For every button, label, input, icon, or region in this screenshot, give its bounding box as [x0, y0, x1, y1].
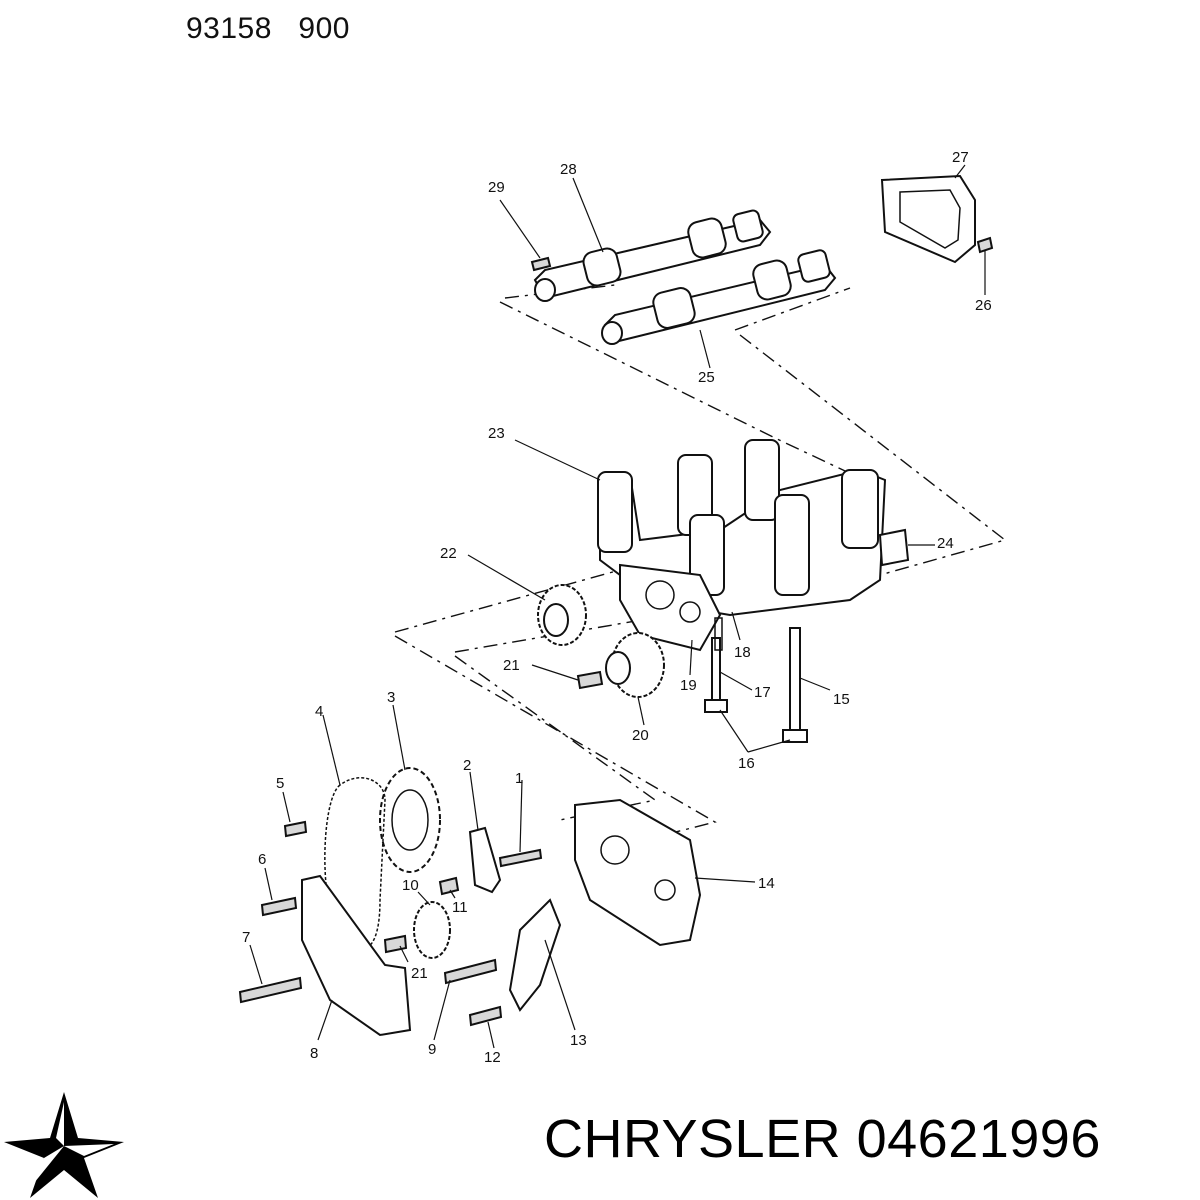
front-housing-part [574, 798, 702, 947]
callout-12: 12 [484, 1049, 501, 1066]
callout-2: 2 [463, 757, 471, 774]
balance-shaft-gear-upper-part [537, 584, 587, 646]
catalog-code: 93158 900 [186, 12, 350, 45]
callout-28: 28 [560, 161, 577, 178]
woodruff-key-part [530, 256, 552, 272]
callout-9: 9 [428, 1041, 436, 1058]
chrysler-pentastar-icon [4, 1092, 124, 1198]
chain-tensioner-part [508, 898, 562, 1012]
callout-22: 22 [440, 545, 457, 562]
chain-cover-part [301, 874, 412, 1037]
callout-23: 23 [488, 425, 505, 442]
balance-shaft-gear-lower-part [605, 632, 665, 698]
gear-bolt-upper-part [576, 670, 604, 690]
callout-29: 29 [488, 179, 505, 196]
chain-guide-part [468, 826, 502, 894]
callout-21-lower: 21 [411, 965, 428, 982]
callout-6: 6 [258, 851, 266, 868]
callout-3: 3 [387, 689, 395, 706]
callout-1: 1 [515, 770, 523, 787]
callout-11: 11 [452, 899, 468, 916]
bearing-carrier-part [597, 439, 910, 652]
callout-13: 13 [570, 1032, 587, 1049]
callout-14: 14 [758, 875, 775, 892]
camshaft-lower-part [601, 249, 837, 345]
callout-17: 17 [754, 684, 771, 701]
callout-24: 24 [937, 535, 954, 552]
housing-gasket-part [880, 174, 976, 264]
callout-21-upper: 21 [503, 657, 520, 674]
callout-19: 19 [680, 677, 697, 694]
crank-sprocket-part [413, 901, 451, 959]
callout-26: 26 [975, 297, 992, 314]
carrier-bolts-part [704, 617, 808, 743]
callout-20: 20 [632, 727, 649, 744]
callout-4: 4 [315, 703, 323, 720]
callout-leader-lines [249, 164, 986, 1049]
camshaft-upper-part [533, 209, 772, 302]
callout-8: 8 [310, 1045, 318, 1062]
callout-10: 10 [402, 877, 419, 894]
callout-labels: 1 2 3 4 5 6 7 8 9 10 11 12 13 14 15 16 1… [242, 149, 992, 1066]
callout-25: 25 [698, 369, 715, 386]
callout-27: 27 [952, 149, 969, 166]
small-bolt-part [976, 236, 994, 254]
callout-15: 15 [833, 691, 850, 708]
callout-18: 18 [734, 644, 751, 661]
cam-sprocket-part [379, 767, 441, 873]
callout-5: 5 [276, 775, 284, 792]
callout-7: 7 [242, 929, 250, 946]
part-number-caption: CHRYSLER 04621996 [544, 1109, 1101, 1169]
callout-16: 16 [738, 755, 755, 772]
